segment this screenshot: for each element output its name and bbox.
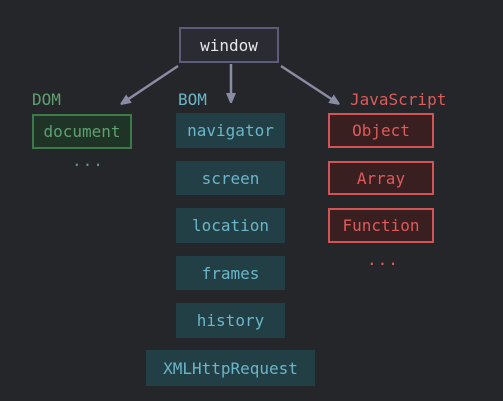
dom-title: DOM <box>32 90 61 109</box>
bom-history-node: history <box>176 303 285 338</box>
dom-document-node: document <box>32 114 132 149</box>
bom-frames-node: frames <box>176 256 285 290</box>
bom-history-label: history <box>196 311 265 330</box>
bom-screen-node: screen <box>176 161 285 195</box>
bom-xmlhttprequest-node: XMLHttpRequest <box>146 350 315 386</box>
js-array-node: Array <box>328 161 434 195</box>
dom-document-label: document <box>43 122 121 141</box>
bom-navigator-node: navigator <box>176 113 285 148</box>
js-function-label: Function <box>342 216 420 235</box>
window-node-label: window <box>200 35 258 55</box>
bom-screen-label: screen <box>201 168 260 188</box>
arrow-to-javascript <box>280 64 336 102</box>
bom-location-label: location <box>191 216 270 235</box>
js-array-label: Array <box>356 168 406 188</box>
bom-xmlhttprequest-label: XMLHttpRequest <box>163 358 298 378</box>
bom-navigator-label: navigator <box>187 121 274 140</box>
bom-location-node: location <box>176 208 285 243</box>
js-more: ... <box>367 250 399 269</box>
dom-more: ... <box>72 151 104 170</box>
js-object-node: Object <box>328 113 434 148</box>
bom-frames-label: frames <box>201 263 260 283</box>
js-function-node: Function <box>328 208 434 243</box>
javascript-title: JavaScript <box>350 90 447 109</box>
arrow-to-dom <box>124 64 179 102</box>
js-object-label: Object <box>352 121 410 140</box>
window-node: window <box>179 27 279 63</box>
bom-title: BOM <box>178 90 207 109</box>
